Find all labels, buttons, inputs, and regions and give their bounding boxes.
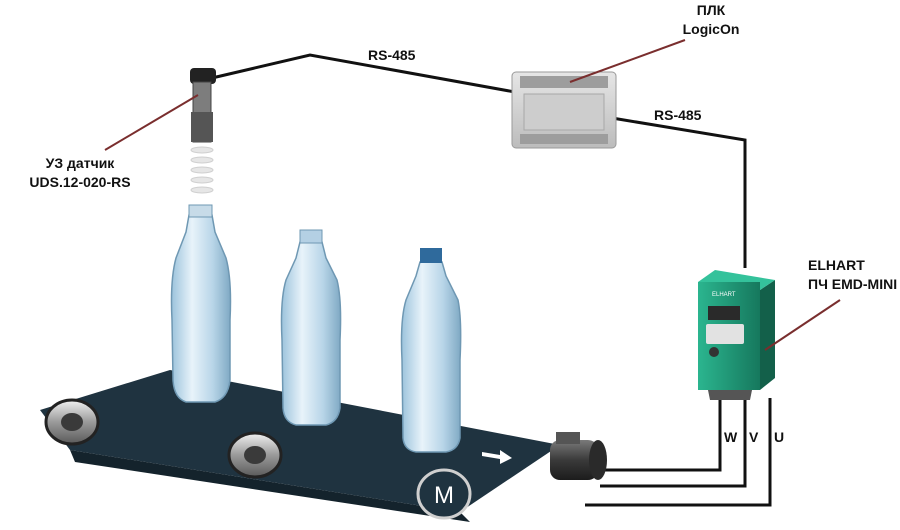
- plc-front-panel: [523, 93, 605, 131]
- vfd-side: [760, 280, 775, 390]
- motor: [550, 432, 607, 480]
- pointer-plc: [569, 39, 686, 83]
- vfd-label-line1: ELHART: [808, 257, 865, 273]
- conveyor-roller-left-hole: [61, 413, 83, 431]
- motor-letter: M: [434, 482, 454, 509]
- phase-w-label: W: [724, 429, 738, 445]
- power-cable-u: [585, 398, 772, 507]
- plc-device: [511, 71, 617, 149]
- vfd-device: ELHART: [698, 270, 775, 400]
- vfd-brand-label: ELHART: [712, 292, 736, 298]
- direction-arrow-icon: [482, 450, 512, 464]
- pointer-lines: [104, 39, 841, 351]
- rs485-label-top: RS-485: [368, 47, 416, 63]
- conveyor-belt-bottom: [70, 450, 470, 522]
- ultrasonic-sensor: [190, 68, 216, 194]
- conveyor-roller-middle-hole: [244, 446, 266, 464]
- pointer-sensor: [104, 94, 199, 151]
- plc-top-terminals: [520, 76, 608, 88]
- cables: [211, 53, 772, 507]
- vfd-terminals: [708, 390, 752, 400]
- sensor-head: [191, 112, 213, 142]
- plc-label-line1: ПЛК: [697, 2, 726, 18]
- phase-u-label: U: [774, 429, 784, 445]
- bottle-1: [170, 204, 232, 403]
- vfd-keypad: [706, 324, 744, 344]
- ultrasonic-waves-icon: [190, 146, 214, 194]
- bottle-2: [280, 229, 342, 426]
- phase-v-label: V: [749, 429, 759, 445]
- vfd-display: [708, 306, 740, 320]
- plc-label-line2: LogicOn: [683, 21, 740, 37]
- bottle-3: [400, 248, 462, 453]
- plc-bottom-terminals: [520, 134, 608, 144]
- sensor-label-line1: УЗ датчик: [46, 155, 116, 171]
- bottles: [170, 204, 462, 453]
- motor-pulley: [416, 468, 472, 520]
- sensor-connector: [190, 68, 216, 84]
- motor-body: [550, 440, 598, 480]
- vfd-label-line2: ПЧ EMD-MINI: [808, 276, 897, 292]
- pointer-vfd: [764, 299, 841, 351]
- sensor-label-line2: UDS.12-020-RS: [29, 174, 130, 190]
- motor-terminal-box: [556, 432, 580, 444]
- power-cable-w: [600, 398, 722, 472]
- vfd-knob-icon: [709, 347, 719, 357]
- rs485-label-right: RS-485: [654, 107, 702, 123]
- rs485-cable-plc-vfd: [611, 116, 747, 268]
- rs485-cable-sensor-plc: [211, 53, 516, 94]
- power-cable-v: [600, 398, 747, 488]
- motor-end-cap: [589, 440, 607, 480]
- conveyor: M: [40, 370, 560, 522]
